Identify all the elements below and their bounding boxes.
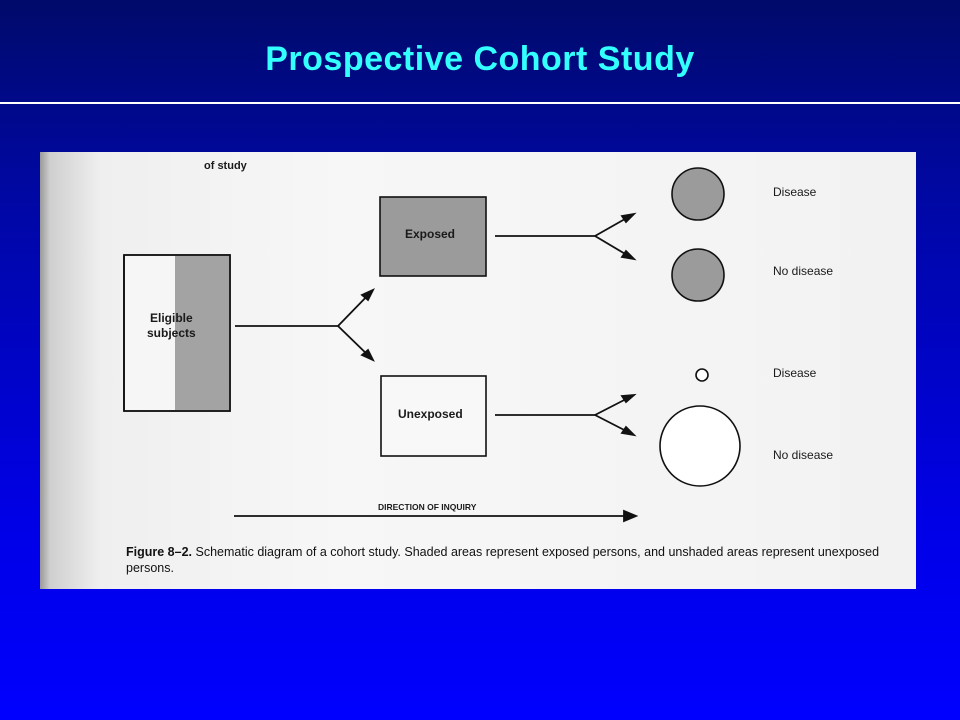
title-divider	[0, 102, 960, 104]
exposed-disease-circle	[671, 167, 725, 221]
exposed-box: Exposed	[379, 196, 487, 277]
direction-arrow	[234, 509, 639, 523]
eligible-line-2: subjects	[147, 326, 196, 340]
caption-label: Figure 8–2.	[126, 545, 192, 559]
exposed-no-disease-circle	[671, 248, 725, 302]
cohort-diagram: of study Eligible subjects Exposed Unexp…	[123, 160, 833, 523]
exposed-split-arrow	[495, 212, 637, 261]
unexposed-label: Unexposed	[398, 407, 463, 421]
unexposed-split-arrow	[495, 393, 637, 437]
cohort-figure: of study Eligible subjects Exposed Unexp…	[40, 152, 916, 589]
outcome-unexposed-no-disease: No disease	[773, 448, 833, 462]
outcome-exposed-disease: Disease	[773, 185, 817, 199]
eligible-subjects-box: Eligible subjects	[123, 254, 231, 412]
eligible-subjects-label: Eligible subjects	[147, 311, 196, 340]
figure-caption: Figure 8–2. Schematic diagram of a cohor…	[126, 544, 886, 576]
caption-text: Schematic diagram of a cohort study. Sha…	[126, 545, 880, 575]
top-fragment: of study	[204, 160, 248, 172]
unexposed-box: Unexposed	[380, 375, 487, 457]
split-arrow-main	[235, 288, 375, 362]
outcome-exposed-no-disease: No disease	[773, 264, 833, 278]
unexposed-no-disease-circle	[659, 405, 741, 487]
slide-title: Prospective Cohort Study	[265, 40, 695, 78]
outcome-unexposed-disease: Disease	[773, 366, 817, 380]
direction-of-inquiry-label: DIRECTION OF INQUIRY	[378, 502, 477, 512]
exposed-label: Exposed	[405, 227, 455, 241]
eligible-line-1: Eligible	[150, 311, 193, 325]
unexposed-disease-circle	[695, 368, 709, 382]
